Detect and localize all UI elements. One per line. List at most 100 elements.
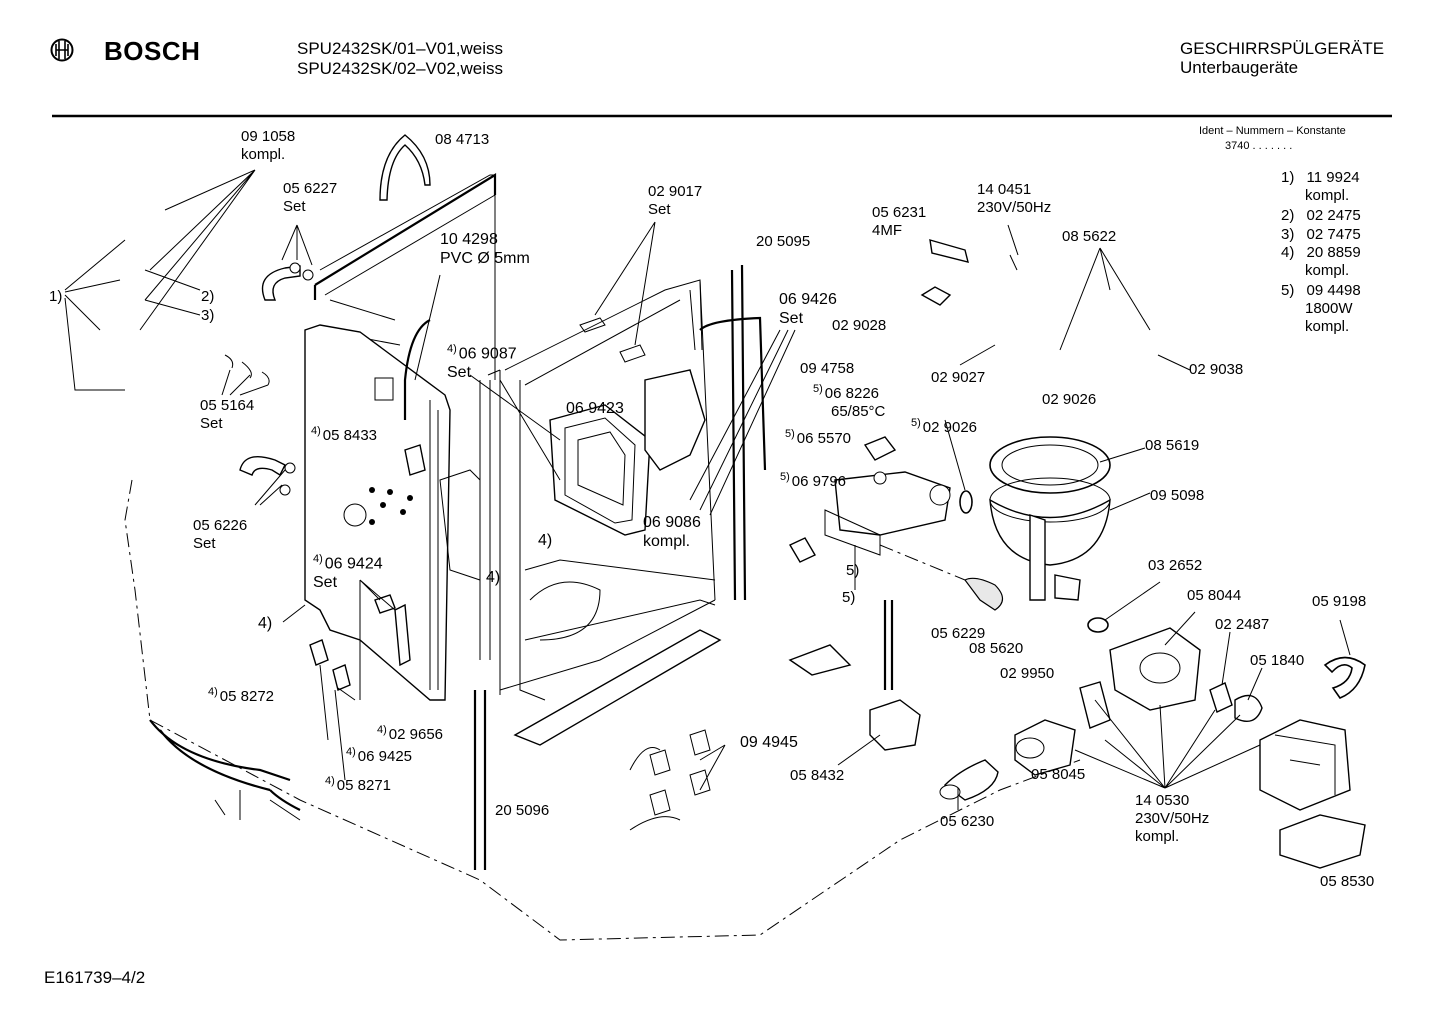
part-number: 06 8226 [824,385,880,402]
microswitch-058433 [404,444,426,476]
part-label-058530: 05 8530 [1320,873,1375,890]
door-hose [699,316,767,471]
leader-lines [221,221,1351,810]
part-number: 14 0451 [977,181,1032,198]
bracket-fitting [788,644,852,676]
part-number: 14 0530 [1135,792,1190,809]
part-number: 05 8271 [336,777,392,794]
part-label-056230: 05 6230 [940,813,995,830]
bosch-logo-icon [50,38,74,62]
part-number: 06 9087 [458,345,517,363]
part-number: 02 9017 [648,183,703,200]
part-label-058272: 4)05 8272 [208,683,274,706]
side-panel [304,324,481,701]
marker-5: 5) [911,417,921,429]
legend-value: 20 8859 [1306,244,1361,261]
marker-5-heater-b: 5) [842,589,856,606]
legend-marker: 4) [1281,244,1295,261]
part-label-051840: 05 1840 [1250,652,1305,669]
part-number: 06 9424 [324,555,383,573]
marker-4: 4) [313,553,323,565]
part-label-022487: 02 2487 [1215,616,1270,633]
part-label-058432: 05 8432 [790,767,845,784]
part-label-085622: 08 5622 [1062,228,1117,245]
part-note: 65/85°C [831,403,886,420]
part-note: kompl. [241,146,286,163]
part-label-056229: 05 6229 [931,625,986,642]
marker-5: 5) [813,383,823,395]
part-label-205095: 20 5095 [756,233,811,250]
legend-marker: 1) [1281,169,1295,186]
dishwasher-tub [313,173,716,701]
part-number: 09 1058 [241,128,296,145]
legend-value: kompl. [1305,318,1350,335]
part-label-029028: 02 9028 [832,317,887,334]
legend-item-1: 1) 11 9924 kompl. [1281,169,1360,205]
part-label-059198: 05 9198 [1312,593,1367,610]
part-label-069087: 4)06 9087 Set [447,340,517,382]
part-note: Set [313,574,338,592]
rinse-aid-unit [644,369,706,471]
drawing-id: E161739–4/2 [44,968,146,987]
model-line-1: SPU2432SK/01–V01,weiss [297,39,504,58]
detergent-dispenser [549,404,651,536]
part-label-084713: 08 4713 [435,131,490,148]
brand-logo-text: BOSCH [104,36,201,66]
legend-value: 1800W [1305,300,1353,317]
part-label-069796: 5)06 9796 [780,468,846,491]
part-label-029950: 02 9950 [1000,665,1055,682]
part-label-069086: 06 9086 kompl. [643,513,701,551]
fitting-058271 [332,664,351,691]
legend-value: 02 7475 [1306,226,1361,243]
part-number: 05 6231 [872,204,927,221]
hose-056226 [239,456,286,477]
thermostat-068226 [863,436,897,461]
part-label-140451: 14 0451 230V/50Hz [977,181,1051,217]
seal-032652 [1087,617,1109,633]
part-label-069424: 4)06 9424 Set [313,550,383,592]
part-note: Set [648,201,671,218]
part-label-029026-b: 5)02 9026 [911,414,977,437]
part-label-058044: 05 8044 [1187,587,1242,604]
legend-item-5: 5) 09 4498 1800W kompl. [1281,282,1361,336]
marker-4: 4) [447,343,457,355]
part-label-091058: 09 1058 kompl. [241,128,295,164]
cover-058530 [1279,814,1366,869]
motor-140530 [1259,719,1351,811]
legend-value: 11 9924 [1306,169,1360,186]
part-label-068226: 5)06 8226 65/85°C [813,380,885,421]
marker-2: 2) [201,288,215,305]
part-number: 05 6227 [283,180,338,197]
leader-lines-1 [64,169,256,391]
part-label-085620: 08 5620 [969,640,1024,657]
clip-029028 [920,286,952,306]
part-number: 06 9796 [791,473,847,490]
part-label-094758: 09 4758 [800,360,855,377]
part-label-055164: 05 5164 Set [200,397,254,433]
part-number: 06 5570 [796,430,852,447]
bracket-029017 [579,317,646,363]
marker-4-cabinet: 4) [538,532,553,549]
plinth-strip [513,629,722,746]
part-label-032652: 03 2652 [1148,557,1203,574]
part-number: 06 9426 [779,291,837,308]
part-note: PVC Ø 5mm [440,250,530,267]
legend-item-4: 4) 20 8859 kompl. [1281,244,1361,280]
category-title: GESCHIRRSPÜLGERÄTE [1180,39,1385,58]
part-label-056226: 05 6226 Set [193,517,247,553]
part-number: 05 6226 [193,517,248,534]
heater-block [824,471,966,581]
part-label-058271: 4)05 8271 [325,772,391,795]
part-note: Set [779,310,804,327]
part-number: 05 8433 [322,427,378,444]
marker-3: 3) [201,307,215,324]
ring-029026 [959,490,973,514]
marker-5: 5) [785,428,795,440]
seal-065570 [873,471,887,485]
impeller-022487 [1209,682,1233,713]
model-line-2: SPU2432SK/02–V02,weiss [297,59,504,78]
sump-assembly [989,436,1111,601]
legend-marker: 5) [1281,282,1295,299]
marker-5-heater-a: 5) [846,562,860,579]
